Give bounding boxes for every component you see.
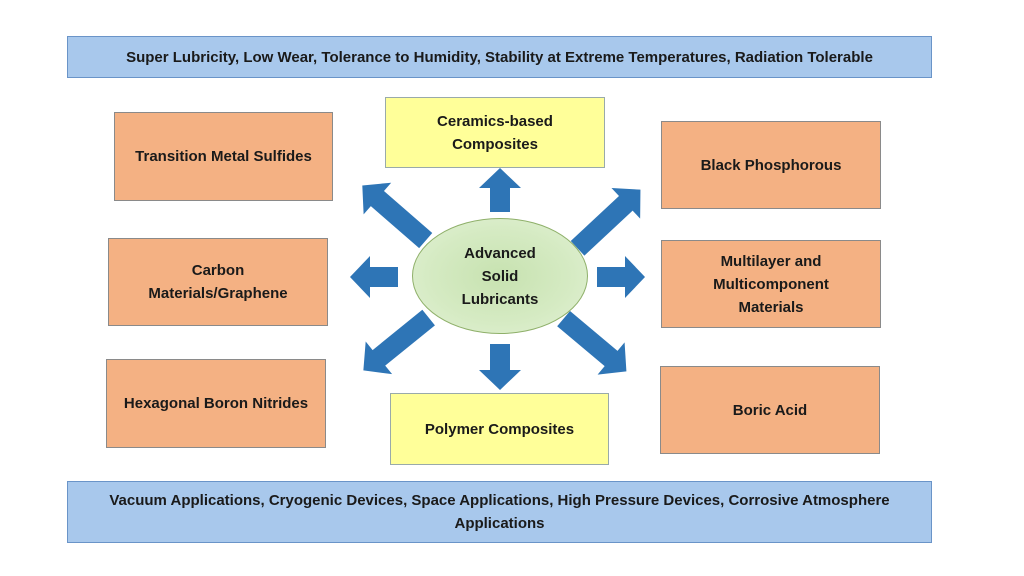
arrow-down-right-icon <box>557 310 627 375</box>
center-label: Advanced Solid Lubricants <box>461 244 539 308</box>
node-multilayer-materials: Multilayer and Multicomponent Materials <box>661 240 881 328</box>
arrow-right-icon <box>597 256 645 298</box>
node-carbon-materials: Carbon Materials/Graphene <box>108 238 328 326</box>
node-hexagonal-boron-nitrides: Hexagonal Boron Nitrides <box>106 359 326 448</box>
arrow-up-left-icon <box>362 182 433 249</box>
node-transition-metal-sulfides: Transition Metal Sulfides <box>114 112 333 201</box>
arrow-down-icon <box>479 344 521 390</box>
center-node: Advanced Solid Lubricants <box>412 218 588 334</box>
arrow-down-left-icon <box>363 309 435 375</box>
node-black-phosphorous: Black Phosphorous <box>661 121 881 209</box>
node-boric-acid: Boric Acid <box>660 366 880 454</box>
applications-banner: Vacuum Applications, Cryogenic Devices, … <box>67 481 932 543</box>
arrow-up-icon <box>479 168 521 212</box>
node-ceramics-composites: Ceramics-based Composites <box>385 97 605 168</box>
arrow-left-icon <box>350 256 398 298</box>
properties-banner: Super Lubricity, Low Wear, Tolerance to … <box>67 36 932 78</box>
arrow-up-right-icon <box>570 187 641 256</box>
node-polymer-composites: Polymer Composites <box>390 393 609 465</box>
